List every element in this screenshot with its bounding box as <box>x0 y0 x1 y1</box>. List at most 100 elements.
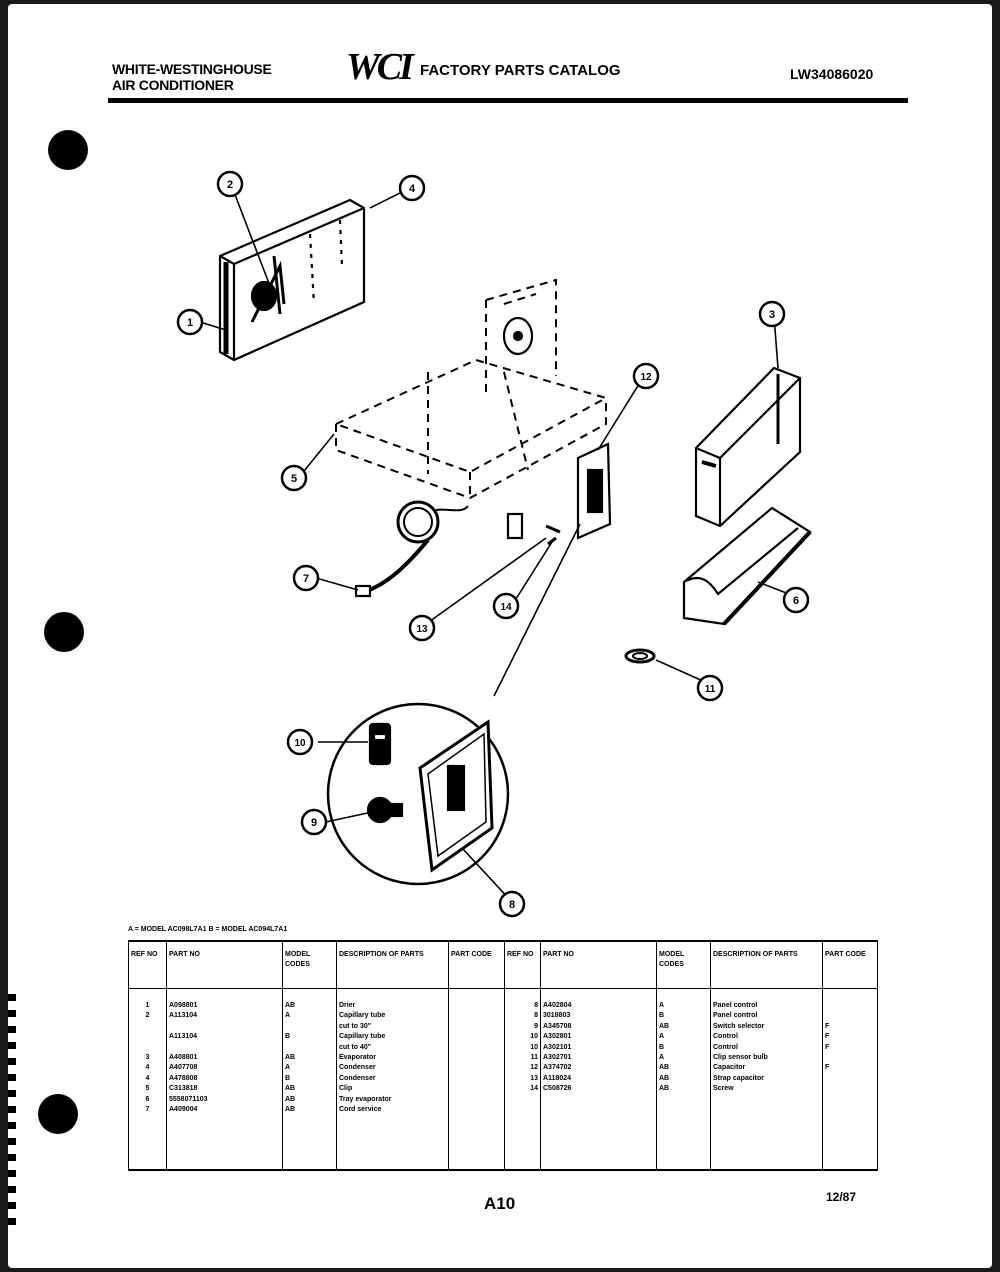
cell-part: A374702 <box>543 1064 572 1072</box>
cell-model: AB <box>659 1074 670 1082</box>
cell-code <box>451 1022 502 1032</box>
callout-11: 11 <box>696 674 724 702</box>
callout-label-12: 12 <box>640 372 652 383</box>
revision-date: 12/87 <box>826 1190 857 1204</box>
header-ref-no: REF NO <box>504 940 541 989</box>
table-header-row: REF NO PART NO MODEL CODES DESCRIPTION O… <box>128 940 878 989</box>
callout-label-2: 2 <box>227 179 233 191</box>
catalog-title: FACTORY PARTS CATALOG <box>420 62 621 79</box>
evaporator-tray-part <box>682 506 812 626</box>
cell-model <box>285 1022 334 1032</box>
callout-9: 9 <box>300 808 328 836</box>
cell-code <box>451 1001 502 1011</box>
selector-switch-part <box>366 796 404 824</box>
cell-ref: 10 <box>530 1043 538 1051</box>
cell-code <box>825 1053 875 1063</box>
cell-ref: 11 <box>530 1053 538 1061</box>
cell-desc: Capillary tube <box>339 1012 386 1020</box>
callout-label-10: 10 <box>294 738 306 749</box>
cell-ref: 1 <box>145 1002 150 1009</box>
cell-ref <box>131 1043 164 1053</box>
cell-code <box>825 1011 875 1021</box>
cell-model: B <box>659 1043 665 1051</box>
cell-model: AB <box>659 1064 670 1072</box>
cell-ref: 12 <box>530 1064 538 1072</box>
product-type: AIR CONDITIONER <box>112 77 234 93</box>
cell-part: A409004 <box>169 1105 198 1113</box>
callout-label-3: 3 <box>769 309 775 321</box>
punch-hole <box>44 612 84 652</box>
cell-ref: 10 <box>530 1033 538 1041</box>
cell-part: A402804 <box>543 1002 572 1009</box>
evaporator-part <box>694 366 802 528</box>
cell-desc: Screw <box>713 1085 734 1093</box>
control-panel-part <box>506 442 612 540</box>
cell-part: A113104 <box>169 1012 198 1020</box>
cell-ref: 3 <box>145 1053 150 1061</box>
callout-13: 13 <box>408 614 436 642</box>
callout-label-13: 13 <box>416 624 428 635</box>
model-legend: A = MODEL AC098L7A1 B = MODEL AC094L7A1 <box>128 926 288 933</box>
cell-desc: Clip sensor bulb <box>713 1053 768 1061</box>
callout-label-14: 14 <box>500 602 512 613</box>
detail-circle <box>326 702 510 886</box>
callout-3: 3 <box>758 300 786 328</box>
callout-label-7: 7 <box>303 573 309 585</box>
cell-code <box>451 1084 502 1094</box>
callout-label-8: 8 <box>509 899 515 911</box>
control-knob-part <box>368 722 392 766</box>
cell-code <box>451 1105 502 1115</box>
callout-label-6: 6 <box>793 595 799 607</box>
cell-ref: 8 <box>534 1002 538 1009</box>
cell-part: A302701 <box>543 1053 572 1061</box>
cell-model: AB <box>659 1085 670 1093</box>
catalog-sheet: WHITE-WESTINGHOUSE AIR CONDITIONER WCI F… <box>8 4 992 1268</box>
cell-model: AB <box>285 1002 296 1009</box>
cell-code <box>451 1053 502 1063</box>
cell-model: AB <box>285 1095 296 1103</box>
cell-ref: 9 <box>534 1022 538 1030</box>
cell-code <box>825 1001 875 1011</box>
cell-desc: Panel control <box>713 1012 758 1020</box>
callout-10: 10 <box>286 728 314 756</box>
cell-ref: 2 <box>145 1012 150 1020</box>
cell-desc: Condenser <box>339 1064 376 1072</box>
cell-ref <box>131 1022 164 1032</box>
cell-code <box>451 1074 502 1084</box>
cell-code: F <box>825 1043 830 1051</box>
callout-14: 14 <box>492 592 520 620</box>
callout-label-11: 11 <box>705 684 716 695</box>
cell-desc: Control <box>713 1033 738 1041</box>
cell-ref: 7 <box>145 1105 150 1113</box>
brand-name: WHITE-WESTINGHOUSE <box>112 61 272 77</box>
punch-hole <box>38 1094 78 1134</box>
callout-label-9: 9 <box>311 817 317 829</box>
cell-desc: cut to 30" <box>339 1022 372 1030</box>
header-description: DESCRIPTION OF PARTS <box>710 940 823 989</box>
cell-model: A <box>659 1033 665 1041</box>
cell-part: C508726 <box>543 1085 572 1093</box>
wci-logo: WCI <box>346 46 414 88</box>
callout-label-1: 1 <box>187 317 193 329</box>
cell-part <box>169 1022 280 1032</box>
header-part-code: PART CODE <box>448 940 505 989</box>
cell-ref: 8 <box>534 1012 538 1020</box>
cell-model: B <box>285 1033 291 1041</box>
callout-2: 2 <box>216 170 244 198</box>
cell-model: B <box>285 1074 291 1082</box>
cell-desc: Clip <box>339 1085 353 1093</box>
cell-code: F <box>825 1033 830 1041</box>
cell-desc: cut to 40" <box>339 1043 372 1051</box>
cell-desc: Capillary tube <box>339 1033 386 1041</box>
cell-code: F <box>825 1064 830 1072</box>
cell-desc: Control <box>713 1043 738 1051</box>
cell-ref: 14 <box>530 1085 538 1093</box>
sensor-clip-part <box>624 648 656 664</box>
page-number: A10 <box>484 1194 516 1213</box>
